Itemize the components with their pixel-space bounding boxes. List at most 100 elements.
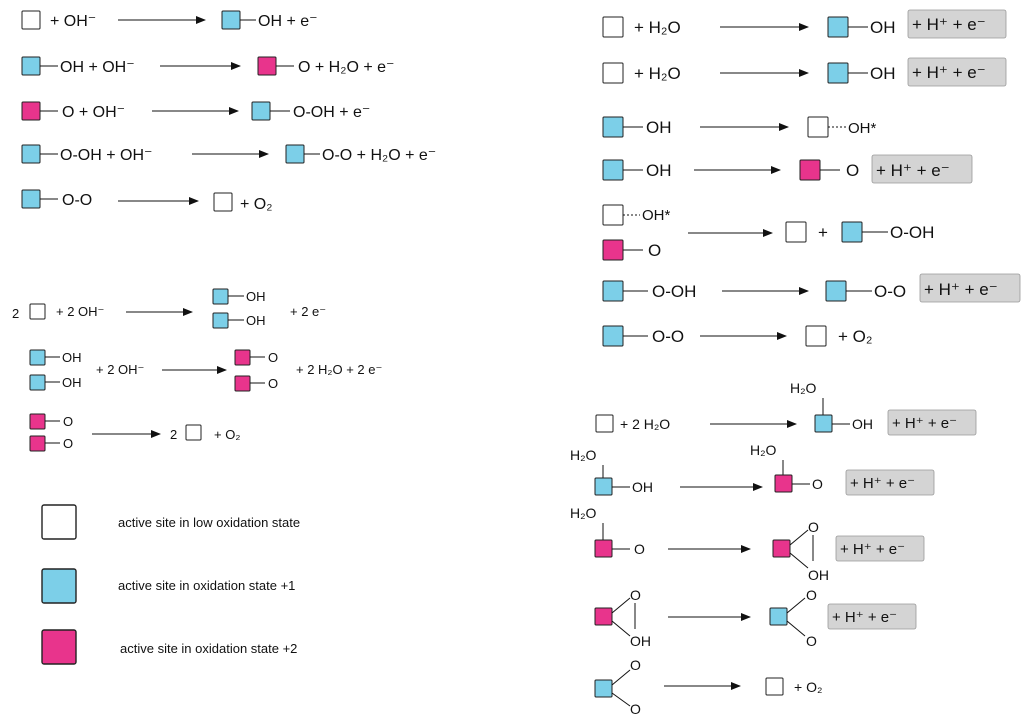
site-ox1-icon xyxy=(602,280,624,302)
site-ox2-icon xyxy=(772,539,791,558)
acid-r4-lhs: OH xyxy=(646,161,672,180)
dimer-r3-coef: 2 xyxy=(170,427,177,442)
bid-r4-o-bot: O xyxy=(806,633,817,649)
legend: active site in low oxidation state activ… xyxy=(41,504,300,665)
proton-electron-badge xyxy=(835,535,925,562)
site-low-icon xyxy=(785,221,807,243)
bid-r2-lhs: OH xyxy=(632,479,653,495)
bid-r3-lhs: O xyxy=(634,541,645,557)
site-ox1-icon xyxy=(825,280,847,302)
dimer-r1-oh-b: OH xyxy=(246,313,266,328)
bid-r5-rhs: + O₂ xyxy=(794,679,822,695)
bid-r5-o-bot: O xyxy=(630,701,641,714)
site-low-icon xyxy=(602,16,624,38)
bid-r2-h2o-r: H₂O xyxy=(750,442,777,458)
reaction-5-lhs: O-O xyxy=(62,192,92,209)
reaction-1-lhs: + OH⁻ xyxy=(50,13,96,30)
dimer-r2-o-b: O xyxy=(268,376,278,391)
dimer-r3-rhs: + O₂ xyxy=(214,427,240,442)
site-ox2-icon xyxy=(29,435,46,452)
site-ox1-icon xyxy=(21,144,41,164)
acid-r6-lhs: O-OH xyxy=(652,282,696,301)
site-ox2-icon xyxy=(234,349,251,366)
dimer-r2-rhs: + 2 H₂O + 2 e⁻ xyxy=(296,362,382,377)
site-ox1-icon xyxy=(814,414,833,433)
reaction-2-lhs: OH + OH⁻ xyxy=(60,59,135,76)
legend-swatch-ox2 xyxy=(41,629,77,665)
bid-r2-pe: + H⁺ + e⁻ xyxy=(850,475,915,492)
reaction-5-rhs: + O₂ xyxy=(240,196,272,213)
site-low-icon xyxy=(805,325,827,347)
acid-r2-pe: + H⁺ + e⁻ xyxy=(912,63,986,82)
site-ox1-icon xyxy=(251,101,271,121)
reaction-1-rhs: OH + e⁻ xyxy=(258,13,318,30)
acid-r5-lhs-a: OH* xyxy=(642,207,671,224)
left-dimer-mechanism: 2 + 2 OH⁻ OH OH + 2 e⁻ OH OH + 2 OH⁻ O O… xyxy=(12,288,382,452)
right-bidentate-mechanism: + 2 H₂O H₂O OH + H⁺ + e⁻ H₂O OH H₂O O + … xyxy=(570,380,977,714)
acid-r7-lhs: O-O xyxy=(652,327,684,346)
acid-r4-rhs: O xyxy=(846,161,859,180)
dimer-r1-lhs: + 2 OH⁻ xyxy=(56,304,104,319)
site-low-icon xyxy=(602,204,624,226)
acid-r2-lhs: + H₂O xyxy=(634,64,681,83)
reaction-4-rhs: O-O + H₂O + e⁻ xyxy=(322,147,436,164)
dimer-r2-oh-a: OH xyxy=(62,350,82,365)
dimer-r3-o-b: O xyxy=(63,436,73,451)
proton-electron-badge xyxy=(919,273,1021,303)
bid-r2-rhs: O xyxy=(812,476,823,492)
legend-label-ox2: active site in oxidation state +2 xyxy=(120,641,297,656)
site-low-icon xyxy=(595,414,614,433)
acid-r6-pe: + H⁺ + e⁻ xyxy=(924,280,998,299)
acid-r5-rhs: O-OH xyxy=(890,223,934,242)
bid-r1-pe: + H⁺ + e⁻ xyxy=(892,415,957,432)
site-ox2-icon xyxy=(234,375,251,392)
site-ox1-icon xyxy=(221,10,241,30)
site-low-icon xyxy=(765,677,784,696)
acid-r3-lhs: OH xyxy=(646,118,672,137)
site-low-icon xyxy=(21,10,41,30)
site-low-icon xyxy=(185,424,202,441)
acid-r4-pe: + H⁺ + e⁻ xyxy=(876,161,950,180)
bid-r3-oh: OH xyxy=(808,567,829,583)
reaction-4-lhs: O-OH + OH⁻ xyxy=(60,147,152,164)
acid-r6-rhs: O-O xyxy=(874,282,906,301)
bid-r1-lhs: + 2 H₂O xyxy=(620,416,670,432)
dimer-r2-oh-b: OH xyxy=(62,375,82,390)
proton-electron-badge xyxy=(871,154,973,184)
site-ox2-icon xyxy=(257,56,277,76)
acid-r1-rhs: OH xyxy=(870,18,896,37)
site-ox1-icon xyxy=(29,374,46,391)
site-ox2-icon xyxy=(602,239,624,261)
site-low-icon xyxy=(602,62,624,84)
acid-r3-rhs: OH* xyxy=(848,120,877,137)
acid-r2-rhs: OH xyxy=(870,64,896,83)
left-alkaline-mechanism: + OH⁻ OH + e⁻ OH + OH⁻ O + H₂O + e⁻ O + … xyxy=(21,10,436,213)
legend-swatch-low xyxy=(41,504,77,540)
proton-electron-badge xyxy=(887,409,977,436)
reaction-3-rhs: O-OH + e⁻ xyxy=(293,104,370,121)
acid-r5-lhs-b: O xyxy=(648,241,661,260)
bid-r4-o-top: O xyxy=(806,587,817,603)
dimer-r2-o-a: O xyxy=(268,350,278,365)
site-ox2-icon xyxy=(594,607,613,626)
bid-r4-pe: + H⁺ + e⁻ xyxy=(832,609,897,626)
reaction-2-rhs: O + H₂O + e⁻ xyxy=(298,59,394,76)
dimer-r2-lhs: + 2 OH⁻ xyxy=(96,362,144,377)
legend-label-ox1: active site in oxidation state +1 xyxy=(118,578,295,593)
reaction-3-lhs: O + OH⁻ xyxy=(62,104,125,121)
bid-r4-o: O xyxy=(630,587,641,603)
site-ox2-icon xyxy=(594,539,613,558)
legend-label-low: active site in low oxidation state xyxy=(118,515,300,530)
site-ox1-icon xyxy=(21,56,41,76)
dimer-r3-o-a: O xyxy=(63,414,73,429)
bid-r1-rhs: OH xyxy=(852,416,873,432)
right-acidic-mechanism: + H₂O OH + H⁺ + e⁻ + H₂O OH + H⁺ + e⁻ OH… xyxy=(602,9,1021,347)
bid-r4-oh: OH xyxy=(630,633,651,649)
acid-r5-plus: + xyxy=(818,223,828,242)
site-ox1-icon xyxy=(841,221,863,243)
site-ox1-icon xyxy=(29,349,46,366)
dimer-r1-rhs: + 2 e⁻ xyxy=(290,304,326,319)
acid-r1-pe: + H⁺ + e⁻ xyxy=(912,15,986,34)
dimer-r1-oh-a: OH xyxy=(246,289,266,304)
